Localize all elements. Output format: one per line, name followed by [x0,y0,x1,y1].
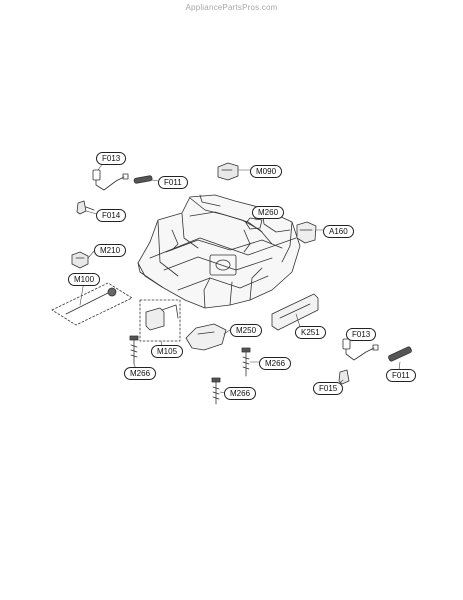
callout-m100: M100 [68,273,101,286]
callout-m266-bottom: M266 [224,387,257,400]
watermark-text: AppliancePartsPros.com [185,3,278,12]
float-part-f015 [338,369,350,385]
callout-m266-left: M266 [124,367,157,380]
callout-f015: F015 [313,382,344,395]
callout-f013-lower: F013 [346,328,377,341]
callout-m250: M250 [230,324,263,337]
screw-part-m266-c [211,377,221,405]
callout-m210: M210 [94,244,127,257]
callout-f013-upper: F013 [96,152,127,165]
base-frame [137,194,301,309]
sensor-part-a160 [296,221,317,244]
float-sensor-part-lower [342,338,379,361]
callout-m260: M260 [252,206,285,219]
callout-m090: M090 [250,165,283,178]
clip-part-m260 [245,217,263,230]
callout-f011-upper: F011 [158,176,188,189]
callout-m105: M105 [151,345,184,358]
float-holder-part-f014 [76,200,95,215]
callout-m266-right: M266 [259,357,292,370]
callout-a160: A160 [323,225,354,238]
callout-k251: K251 [295,326,326,339]
float-rod-part-upper [133,175,153,184]
screw-part-m266-b [241,347,251,377]
callout-f014: F014 [96,209,127,222]
panel-part-k251 [271,293,319,331]
pad-part-m105-box [139,299,181,342]
bracket-part-m210 [71,251,89,269]
guide-part-m250 [185,323,227,351]
bracket-part-m090 [217,162,239,181]
screw-part-m266-a [129,335,139,365]
float-rod-part-lower [388,346,412,362]
float-sensor-part-upper [92,169,129,191]
hose-part-m100-box [51,282,133,326]
callout-f011-lower: F011 [386,369,416,382]
